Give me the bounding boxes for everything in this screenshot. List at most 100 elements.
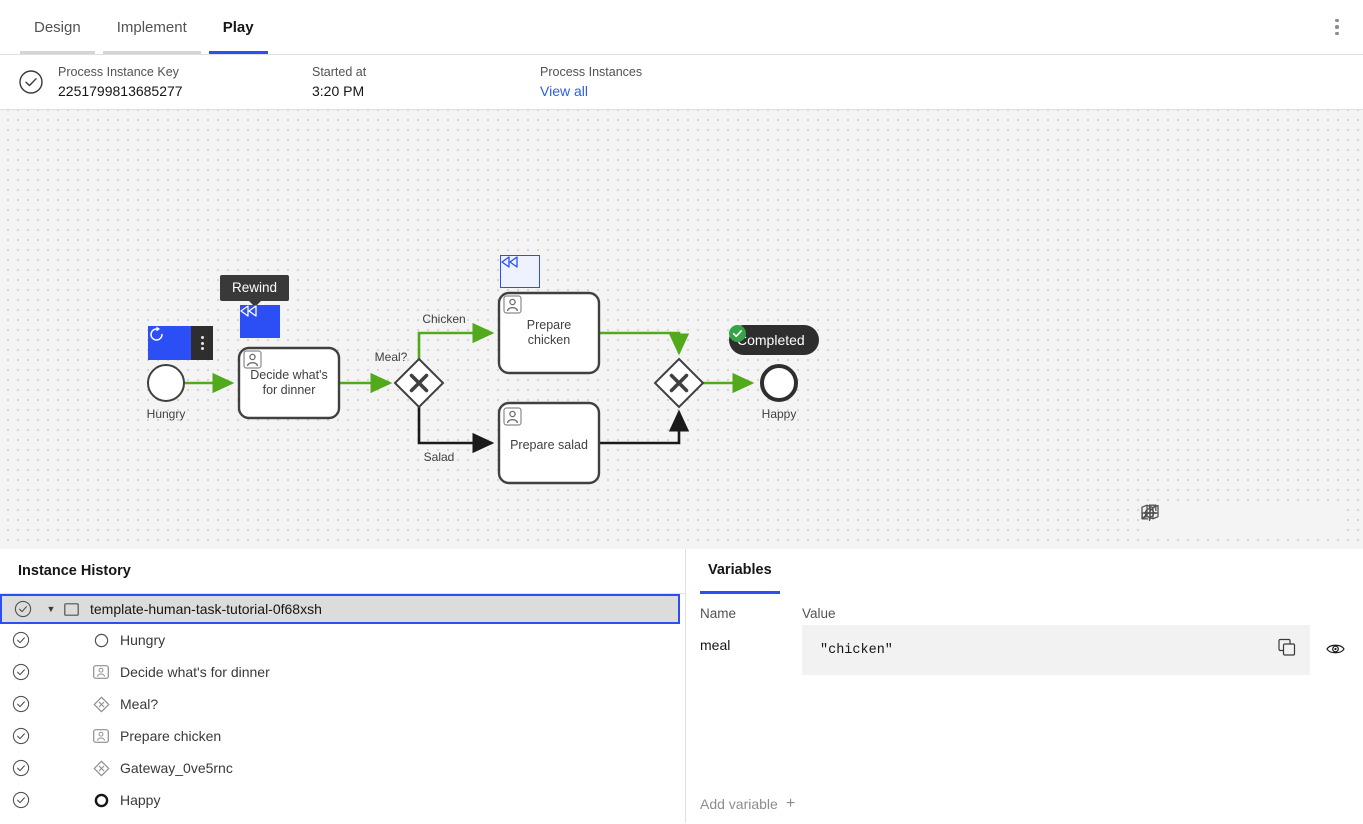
tab-list: Design Implement Play	[0, 0, 272, 54]
label-prepare-salad: Prepare salad	[510, 438, 588, 452]
process-instance-key-label: Process Instance Key	[58, 64, 179, 79]
play-control-group	[148, 326, 213, 360]
gateway-icon	[90, 759, 112, 777]
gateway-0ve5rnc	[653, 357, 705, 409]
tab-implement[interactable]: Implement	[99, 0, 205, 54]
tab-design[interactable]: Design	[16, 0, 99, 54]
task-decide-what-for-dinner	[237, 346, 341, 420]
flow-meal-chicken	[417, 322, 495, 359]
user-task-icon	[503, 407, 522, 426]
history-item-label: Happy	[120, 792, 161, 808]
top-tab-bar: Design Implement Play	[0, 0, 1363, 55]
process-instance-info-bar: Process Instance Key 2251799813685277 St…	[0, 55, 1363, 110]
label-chicken-line1: Prepare	[527, 318, 572, 332]
minus-icon[interactable]	[1143, 504, 1296, 537]
tab-play[interactable]: Play	[205, 0, 272, 54]
add-variable-label: Add variable	[700, 796, 778, 812]
user-task-icon	[90, 729, 112, 743]
rewind-button-secondary[interactable]	[500, 255, 540, 288]
plus-icon[interactable]	[1143, 504, 1336, 537]
tab-variables[interactable]: Variables	[700, 550, 780, 594]
check-circle-icon	[18, 69, 44, 95]
process-icon	[60, 602, 82, 616]
add-variable-button[interactable]: Add variable +	[700, 795, 795, 813]
history-item-label: Meal?	[120, 696, 159, 712]
check-circle-icon	[12, 759, 34, 777]
variables-panel: Variables Name Value meal "chicken"	[686, 549, 1363, 823]
variables-tab-bar: Variables	[686, 549, 1363, 594]
view-all-link[interactable]: View all	[540, 82, 588, 99]
history-item-label: Prepare chicken	[120, 728, 222, 744]
history-row-happy[interactable]: Happy	[0, 784, 685, 816]
bpmn-canvas[interactable]: Hungry Decide what's for dinner Meal? Pr…	[0, 110, 1363, 549]
variables-column-headers: Name Value	[686, 594, 1363, 621]
process-instances-group: Process Instances View all	[540, 64, 642, 101]
process-instances-label: Process Instances	[540, 64, 643, 79]
history-row-gateway[interactable]: Gateway_0ve5rnc	[0, 752, 685, 784]
flow-chicken-gateway	[599, 331, 690, 356]
copy-icon[interactable]	[1278, 638, 1296, 662]
overflow-menu-icon[interactable]	[1323, 13, 1351, 41]
label-decide-line2: for dinner	[263, 383, 316, 397]
history-row-hungry[interactable]: Hungry	[0, 624, 685, 656]
check-circle-filled-icon	[729, 325, 746, 342]
label-salad-flow: Salad	[424, 450, 455, 464]
check-circle-icon	[12, 663, 34, 681]
start-event-icon	[90, 633, 112, 648]
replay-button[interactable]	[148, 326, 191, 360]
bpmn-diagram: Hungry Decide what's for dinner Meal? Pr…	[147, 291, 798, 485]
label-meal: Meal?	[375, 350, 408, 364]
user-task-icon	[243, 350, 262, 369]
chevron-down-icon[interactable]: ▼	[46, 604, 56, 614]
start-event-hungry	[147, 364, 185, 402]
rewind-icon	[501, 256, 518, 268]
user-task-icon	[503, 295, 522, 314]
end-event-happy	[760, 364, 798, 402]
label-happy: Happy	[762, 407, 797, 421]
variable-row: meal "chicken"	[686, 621, 1363, 675]
column-header-value: Value	[802, 606, 836, 621]
crosshair-icon[interactable]	[1141, 504, 1256, 537]
rewind-icon	[240, 305, 257, 317]
user-task-icon	[90, 665, 112, 679]
status-badge-label: Completed	[737, 332, 805, 348]
check-circle-icon	[12, 727, 34, 745]
column-header-name: Name	[700, 606, 737, 621]
started-at-label: Started at	[312, 64, 367, 79]
check-circle-icon	[12, 695, 34, 713]
rewind-button[interactable]	[240, 305, 280, 338]
flow-salad-gateway	[599, 409, 690, 445]
history-item-label: Hungry	[120, 632, 166, 648]
label-chicken-line2: chicken	[528, 333, 570, 347]
check-circle-icon	[12, 631, 34, 649]
started-at-group: Started at 3:20 PM	[312, 64, 540, 101]
play-overflow-icon[interactable]	[191, 326, 213, 360]
gateway-icon	[90, 695, 112, 713]
history-item-label: Decide what's for dinner	[120, 664, 270, 680]
gateway-meal	[393, 357, 445, 409]
variable-name: meal	[700, 637, 731, 653]
bottom-panels: Instance History ▼ template-human-task-t…	[0, 549, 1363, 823]
task-prepare-chicken	[497, 291, 601, 375]
variable-value-field[interactable]: "chicken"	[802, 625, 1310, 675]
history-row-decide[interactable]: Decide what's for dinner	[0, 656, 685, 688]
instance-history-title: Instance History	[0, 549, 685, 594]
process-instance-key-group: Process Instance Key 2251799813685277	[58, 64, 312, 101]
history-item-label: Gateway_0ve5rnc	[120, 760, 233, 776]
history-row-meal[interactable]: Meal?	[0, 688, 685, 720]
plus-icon: +	[785, 795, 796, 812]
label-chicken-flow: Chicken	[422, 312, 465, 326]
check-circle-icon	[12, 791, 34, 809]
check-circle-icon	[14, 600, 36, 618]
status-badge: Completed	[729, 325, 819, 355]
eye-icon[interactable]	[1326, 625, 1345, 661]
rewind-tooltip: Rewind	[220, 275, 290, 307]
end-event-icon	[90, 793, 112, 808]
history-root-label: template-human-task-tutorial-0f68xsh	[90, 601, 322, 617]
replay-icon	[150, 326, 163, 341]
label-decide-line1: Decide what's	[250, 368, 327, 382]
history-row-prepare-chicken[interactable]: Prepare chicken	[0, 720, 685, 752]
history-root-row[interactable]: ▼ template-human-task-tutorial-0f68xsh	[0, 594, 680, 624]
task-prepare-salad	[497, 401, 601, 485]
map-icon[interactable]	[1141, 504, 1216, 537]
